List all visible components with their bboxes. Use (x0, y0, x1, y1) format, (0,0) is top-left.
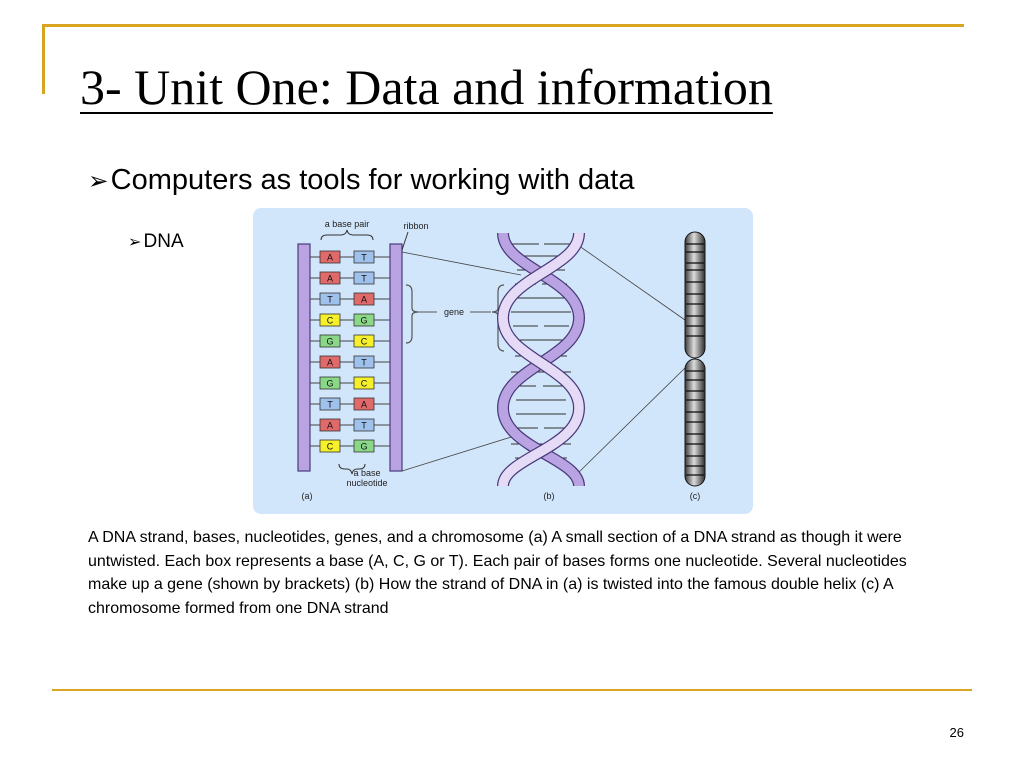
gene-bracket: gene (405, 284, 505, 352)
base-box (319, 439, 341, 453)
ribbon-label: ribbon (401, 221, 429, 251)
base-box (353, 334, 375, 348)
base-box (353, 376, 375, 390)
arrow-bullet-icon: ➢ (88, 168, 109, 195)
base-box (353, 397, 375, 411)
base-letter: T (361, 421, 367, 431)
page-number: 26 (949, 725, 964, 740)
base-box (319, 250, 341, 264)
base-letter: G (360, 442, 367, 452)
base-box (353, 292, 375, 306)
base-box (353, 355, 375, 369)
base-box (319, 376, 341, 390)
base-letter: T (361, 358, 367, 368)
base-box (319, 355, 341, 369)
nucleotide-label-line2: nucleotide (346, 478, 387, 488)
base-letter: C (361, 337, 368, 347)
chromosome-upper-arm (684, 231, 706, 359)
bullet-level1: ➢Computers as tools for working with dat… (88, 164, 635, 197)
left-backbone (297, 243, 311, 472)
base-box (353, 439, 375, 453)
nucleotide-label-line1: a base (353, 468, 380, 478)
base-letter: T (327, 295, 333, 305)
double-helix (496, 232, 586, 488)
base-letter: A (327, 421, 333, 431)
base-box (319, 418, 341, 432)
base-letter: T (361, 274, 367, 284)
base-box (353, 313, 375, 327)
base-box (319, 292, 341, 306)
base-letter: T (327, 400, 333, 410)
nucleotide-label: a base nucleotide (338, 463, 388, 488)
right-backbone (389, 243, 403, 472)
figure-caption: A DNA strand, bases, nucleotides, genes,… (88, 529, 907, 617)
gene-label-text: gene (444, 307, 464, 317)
base-box (353, 418, 375, 432)
base-letter: G (326, 379, 333, 389)
base-box (319, 397, 341, 411)
bullet-level1-text: Computers as tools for working with data (110, 164, 635, 196)
base-pair-label-text: a base pair (325, 219, 370, 229)
part-a-label: (a) (302, 491, 313, 501)
base-letter: A (327, 274, 333, 284)
base-pair-label: a base pair (320, 219, 374, 241)
frame-top-accent (42, 24, 964, 27)
base-letter: G (360, 316, 367, 326)
base-letter: A (327, 358, 333, 368)
base-letter: C (327, 316, 334, 326)
part-b-label: (b) (544, 491, 555, 501)
base-letter: G (326, 337, 333, 347)
connector-lines (401, 242, 686, 477)
footer-rule (52, 689, 972, 691)
base-box (319, 271, 341, 285)
base-box (319, 313, 341, 327)
base-letter: A (361, 400, 367, 410)
base-box (353, 271, 375, 285)
ribbon-label-text: ribbon (403, 221, 428, 231)
arrow-bullet-icon: ➢ (128, 233, 142, 251)
bullet-level2: ➢DNA (128, 231, 184, 253)
base-letter: A (327, 253, 333, 263)
base-letter: C (327, 442, 334, 452)
part-c-label: (c) (690, 491, 701, 501)
bullet-level2-text: DNA (143, 231, 184, 252)
slide-title: 3- Unit One: Data and information (80, 59, 773, 115)
frame-vertical-accent (42, 24, 45, 94)
base-letter: T (361, 253, 367, 263)
figure-panel (253, 208, 753, 514)
base-letter: C (361, 379, 368, 389)
base-box (319, 334, 341, 348)
base-box (353, 250, 375, 264)
chromosome (684, 231, 706, 487)
base-letter: A (361, 295, 367, 305)
